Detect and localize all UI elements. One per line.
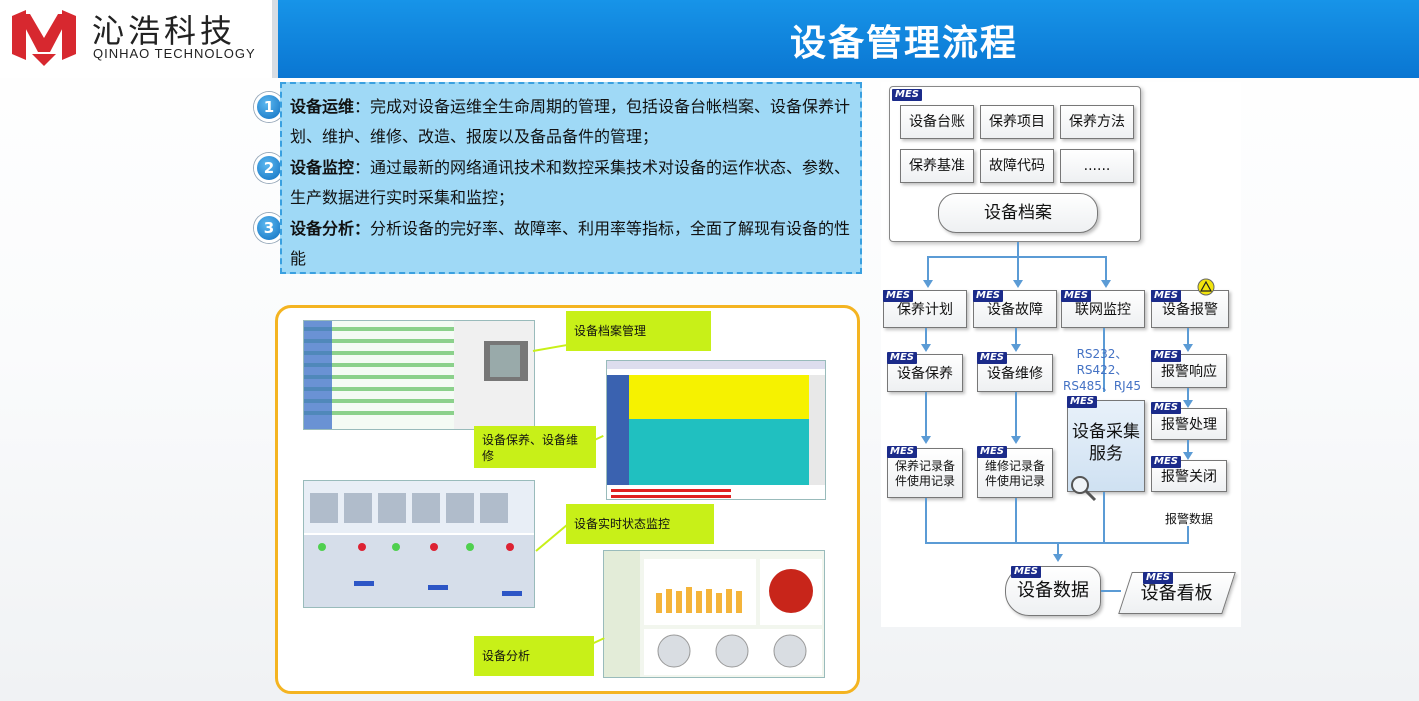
arrow-head [1011, 344, 1021, 352]
archive-item-maintain-project: 保养项目 [980, 105, 1054, 139]
monitor-panel-image [304, 481, 534, 607]
board-box: 设备看板 [1118, 572, 1236, 614]
monitor-screenshot [303, 480, 535, 608]
archive-group: MES 设备台账 保养项目 保养方法 保养基准 故障代码 ...... 设备档案 [889, 86, 1141, 242]
flow-line [1101, 590, 1121, 592]
flow-line [925, 498, 927, 542]
archive-item-maintain-standard: 保养基准 [900, 149, 974, 183]
fault-box: 设备故障 [973, 290, 1057, 328]
arrow-head [1183, 400, 1193, 408]
data-box: 设备数据 [1005, 566, 1101, 616]
mes-tag: MES [1061, 290, 1091, 302]
callout-archive: 设备档案管理 [566, 311, 711, 351]
flow-line [1105, 256, 1107, 280]
mes-tag: MES [1151, 350, 1181, 362]
mes-tag: MES [887, 446, 917, 458]
arrow-head [1183, 344, 1193, 352]
description-box: 设备运维：完成对设备运维全生命周期的管理，包括设备台帐档案、设备保养计划、维护、… [280, 82, 862, 274]
arrow-head [1183, 452, 1193, 460]
archive-item-maintain-method: 保养方法 [1060, 105, 1134, 139]
archive-box: 设备档案 [938, 193, 1098, 233]
mes-tag: MES [1011, 566, 1041, 578]
mes-tag: MES [1143, 572, 1173, 584]
mes-tag: MES [1067, 396, 1097, 408]
brand-name-en: QINHAO TECHNOLOGY [93, 46, 256, 61]
alarm-response-box: 报警响应 [1151, 354, 1227, 388]
alarm-icon [1197, 278, 1215, 296]
mes-tag: MES [973, 290, 1003, 302]
flow-line [1057, 542, 1059, 556]
callout-maintain: 设备保养、设备维修 [474, 426, 596, 468]
arrow-head [921, 344, 931, 352]
magnifier-icon [1071, 476, 1097, 502]
step-badge-2: 2 [254, 153, 284, 183]
archive-item-fault-code: 故障代码 [980, 149, 1054, 183]
mes-tag: MES [1151, 456, 1181, 468]
flow-line [1103, 328, 1105, 392]
flow-line [925, 328, 927, 344]
header-bar [278, 0, 1419, 78]
page-title: 设备管理流程 [790, 23, 1019, 64]
mes-tag: MES [977, 446, 1007, 458]
maintain-screenshot [606, 360, 826, 500]
flow-line [1187, 388, 1189, 402]
arrow-head [1101, 280, 1111, 288]
alarm-data-label: 报警数据 [1164, 512, 1213, 526]
callout-line-monitor [535, 524, 568, 552]
analysis-screenshot [603, 550, 825, 678]
analysis-dashboard-image [604, 551, 824, 677]
arrow-head [923, 280, 933, 288]
arrow-head [1013, 280, 1023, 288]
archive-item-more: ...... [1060, 149, 1134, 183]
archive-item-ledger: 设备台账 [900, 105, 974, 139]
flow-line [1187, 526, 1189, 542]
flow-line [927, 256, 929, 280]
flow-line [1017, 256, 1019, 280]
arrow-head [921, 436, 931, 444]
arrow-head [1053, 554, 1063, 562]
header-divider [272, 0, 278, 78]
repair-record-box: 维修记录备件使用记录 [977, 448, 1053, 498]
flow-line [925, 392, 927, 436]
protocols-label: RS232、RS422、RS485、RJ45 [1062, 347, 1141, 393]
archive-screenshot [303, 320, 535, 430]
brand-name-cn: 沁浩科技 [92, 12, 237, 50]
flow-line [1017, 242, 1019, 256]
term-operation: 设备运维 [290, 97, 355, 116]
mes-tag: MES [1151, 402, 1181, 414]
arrow-head [1011, 436, 1021, 444]
description-item-monitoring: 设备监控：通过最新的网络通讯技术和数控采集技术对设备的运作状态、参数、生产数据进… [290, 158, 851, 207]
logo-area: 沁浩科技 QINHAO TECHNOLOGY [0, 0, 272, 78]
flow-line [1015, 392, 1017, 436]
flow-diagram: MES 设备台账 保养项目 保养方法 保养基准 故障代码 ...... 设备档案… [881, 82, 1241, 627]
flow-line [1103, 492, 1105, 542]
callout-monitor: 设备实时状态监控 [566, 504, 714, 544]
mes-tag: MES [883, 290, 913, 302]
collect-service-box: 设备采集服务 [1067, 400, 1145, 492]
flow-line [1187, 440, 1189, 454]
mes-tag: MES [977, 352, 1007, 364]
description-item-analysis: 设备分析：分析设备的完好率、故障率、利用率等指标，全面了解现有设备的性能 [290, 214, 852, 274]
mes-tag: MES [892, 89, 922, 101]
archive-table-image [304, 321, 534, 429]
text-operation: 完成对设备运维全生命周期的管理，包括设备台帐档案、设备保养计划、维护、维修、改造… [290, 97, 851, 146]
description-item-operation: 设备运维：完成对设备运维全生命周期的管理，包括设备台帐档案、设备保养计划、维护、… [290, 97, 851, 146]
plan-box: 保养计划 [883, 290, 967, 328]
callout-analysis: 设备分析 [474, 636, 594, 676]
flow-line [1015, 498, 1017, 542]
term-analysis: 设备分析： [290, 219, 371, 238]
text-analysis: 分析设备的完好率、故障率、利用率等指标，全面了解现有设备的性能 [290, 219, 851, 268]
text-monitoring: 通过最新的网络通讯技术和数控采集技术对设备的运作状态、参数、生产数据进行实时采集… [290, 158, 851, 207]
flow-line [1015, 328, 1017, 344]
qinhao-logo-icon [12, 10, 76, 66]
term-monitoring: 设备监控 [290, 158, 355, 177]
screenshots-panel: 设备档案管理 设备保养、设备维修 设备实时状态监控 设备分析 [275, 305, 860, 694]
alarm-handle-box: 报警处理 [1151, 408, 1227, 440]
flow-line [1187, 328, 1189, 344]
mes-tag: MES [1151, 290, 1181, 302]
maintain-table-image [607, 361, 825, 499]
mes-tag: MES [887, 352, 917, 364]
